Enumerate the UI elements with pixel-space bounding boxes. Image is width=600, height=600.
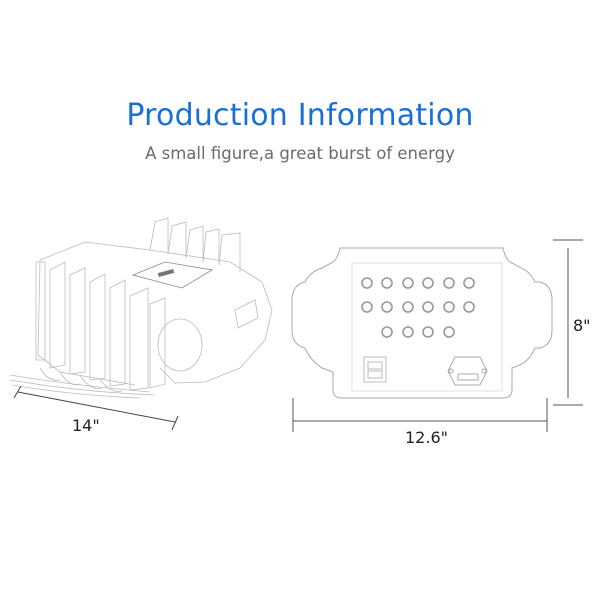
width-dimension-line-left — [13, 385, 179, 431]
height-label: 8" — [573, 316, 591, 335]
width-dimension-line-right — [292, 398, 548, 432]
perspective-device-drawing — [9, 217, 273, 399]
width-label-right: 12.6" — [405, 428, 448, 447]
rear-device-drawing — [291, 247, 553, 399]
width-label-left: 14" — [72, 416, 100, 435]
page-subtitle: A small figure,a great burst of energy — [145, 144, 455, 163]
height-dimension-line — [553, 239, 583, 406]
page-title: Production Information — [126, 98, 474, 133]
power-switch — [363, 356, 387, 383]
power-socket — [447, 356, 488, 386]
connector-ports — [361, 277, 475, 338]
